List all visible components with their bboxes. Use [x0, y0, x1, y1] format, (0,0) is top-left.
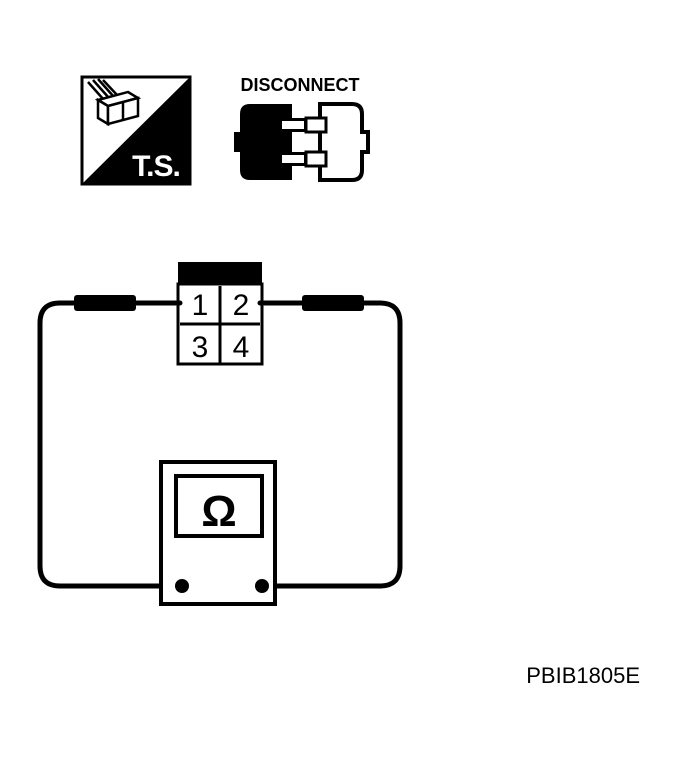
test-lead-right [257, 300, 403, 589]
disconnect-icon: DISCONNECT [234, 75, 370, 182]
test-symbol-icon: T.S. [80, 75, 192, 186]
test-lead-left [37, 300, 185, 589]
meter-terminal-right [255, 579, 269, 593]
test-symbol-label: T.S. [132, 150, 180, 183]
connector-pin: 3 [192, 331, 209, 364]
ohm-symbol: Ω [201, 487, 236, 536]
connector-housing-top [178, 262, 262, 286]
probe-left [74, 295, 136, 311]
meter-display [174, 474, 264, 538]
figure-id: PBIB1805E [526, 663, 640, 688]
meter-terminal-left [175, 579, 189, 593]
disconnect-label: DISCONNECT [240, 75, 359, 95]
ohmmeter: Ω [159, 460, 277, 606]
connector-pin: 4 [233, 331, 250, 364]
probe-right [302, 295, 364, 311]
connector-icon [87, 78, 142, 127]
disconnected-connector-icon [234, 102, 370, 182]
harness-connector: 1 2 3 4 [176, 262, 264, 366]
connector-pin: 2 [233, 289, 250, 322]
connector-pin: 1 [192, 289, 209, 322]
